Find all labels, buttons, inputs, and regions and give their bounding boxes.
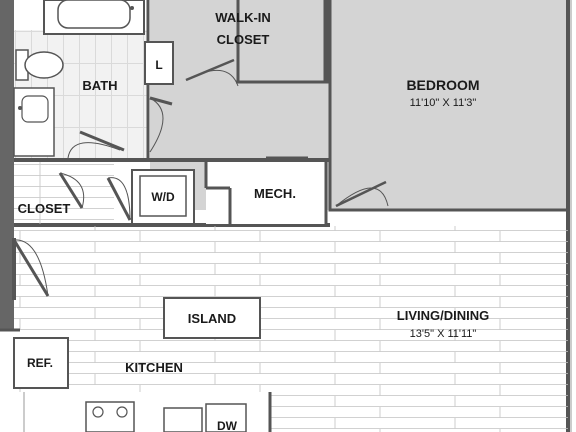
fridge-label: REF. <box>27 356 53 370</box>
walk-in-door <box>185 58 235 82</box>
wd-label: W/D <box>151 190 175 204</box>
bedroom-door <box>335 180 387 208</box>
living-dimensions: 13'5" X 11'11" <box>410 328 477 340</box>
bath-door <box>149 96 173 106</box>
closet-label: CLOSET <box>18 201 71 216</box>
living-label: LIVING/DINING <box>397 308 489 323</box>
dishwasher <box>205 403 247 432</box>
linen-closet <box>144 41 174 85</box>
closet-door <box>58 172 84 209</box>
walk-in-label-line1: WALK-IN <box>215 10 271 25</box>
kitchen-label: KITCHEN <box>125 360 183 375</box>
vanity-sink <box>13 87 55 157</box>
dishwasher-label: DW <box>217 419 238 432</box>
linen-label: L <box>155 58 162 72</box>
kitchen-counter <box>0 392 272 432</box>
exterior-wall-left <box>0 0 14 330</box>
bedroom-label: BEDROOM <box>406 77 479 93</box>
mech-label: MECH. <box>254 186 296 201</box>
entry-door <box>12 239 50 297</box>
toilet <box>15 49 64 81</box>
bath-label: BATH <box>82 78 117 93</box>
refrigerator <box>13 337 69 389</box>
bath-entry-door <box>79 130 125 152</box>
wd-door <box>106 177 132 221</box>
bedroom-dimensions: 11'10" X 11'3" <box>410 97 477 109</box>
mech-room <box>206 162 326 224</box>
kitchen-island <box>163 297 261 339</box>
island-label: ISLAND <box>188 311 236 326</box>
walk-in-label-line2: CLOSET <box>217 32 270 47</box>
